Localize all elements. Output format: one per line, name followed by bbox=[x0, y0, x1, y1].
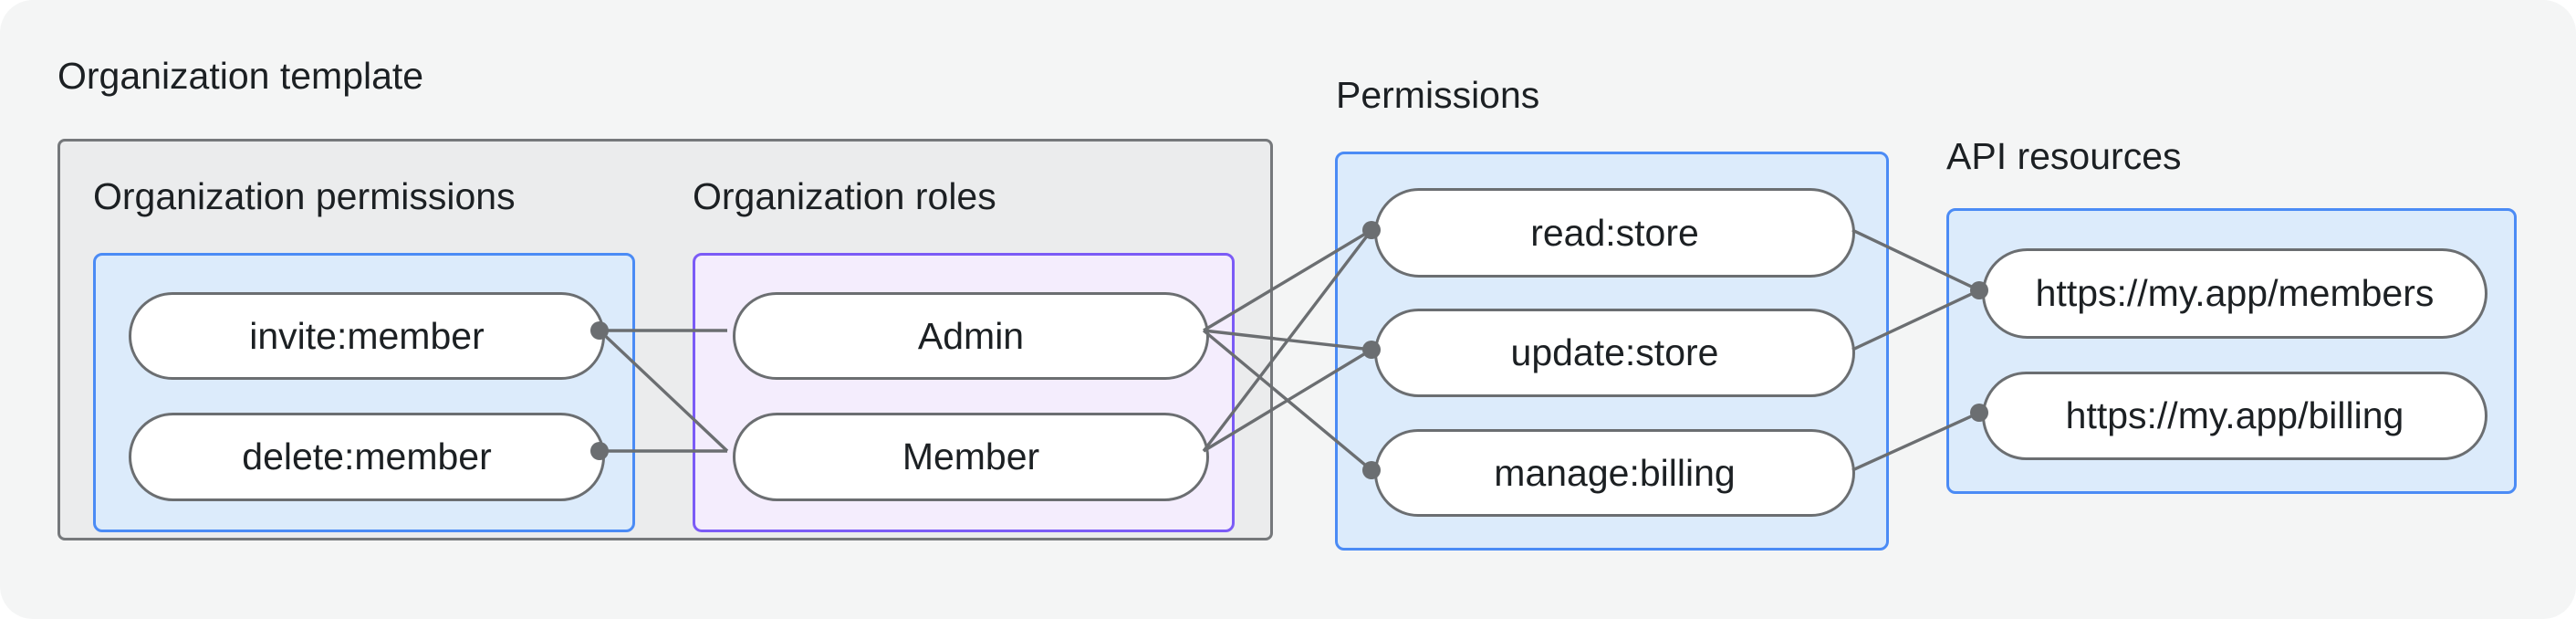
node-manage-billing: manage:billing bbox=[1374, 429, 1855, 517]
node-api-members: https://my.app/members bbox=[1982, 248, 2487, 339]
api-resources-label: API resources bbox=[1946, 135, 2182, 177]
node-read-store: read:store bbox=[1374, 188, 1855, 278]
org-template-box: Organization permissions invite:member d… bbox=[57, 139, 1273, 540]
node-api-billing: https://my.app/billing bbox=[1982, 372, 2487, 460]
org-roles-label: Organization roles bbox=[693, 175, 996, 217]
node-delete-member: delete:member bbox=[129, 413, 605, 501]
api-resources-box: https://my.app/members https://my.app/bi… bbox=[1946, 208, 2517, 494]
org-permissions-label: Organization permissions bbox=[93, 175, 516, 217]
org-permissions-box: invite:member delete:member bbox=[93, 253, 635, 532]
org-roles-box: Admin Member bbox=[693, 253, 1235, 532]
org-template-label: Organization template bbox=[57, 55, 424, 97]
permissions-label: Permissions bbox=[1336, 74, 1540, 116]
node-invite-member: invite:member bbox=[129, 292, 605, 380]
node-update-store: update:store bbox=[1374, 309, 1855, 397]
node-member: Member bbox=[733, 413, 1209, 501]
permissions-box: read:store update:store manage:billing bbox=[1335, 152, 1889, 551]
node-admin: Admin bbox=[733, 292, 1209, 380]
